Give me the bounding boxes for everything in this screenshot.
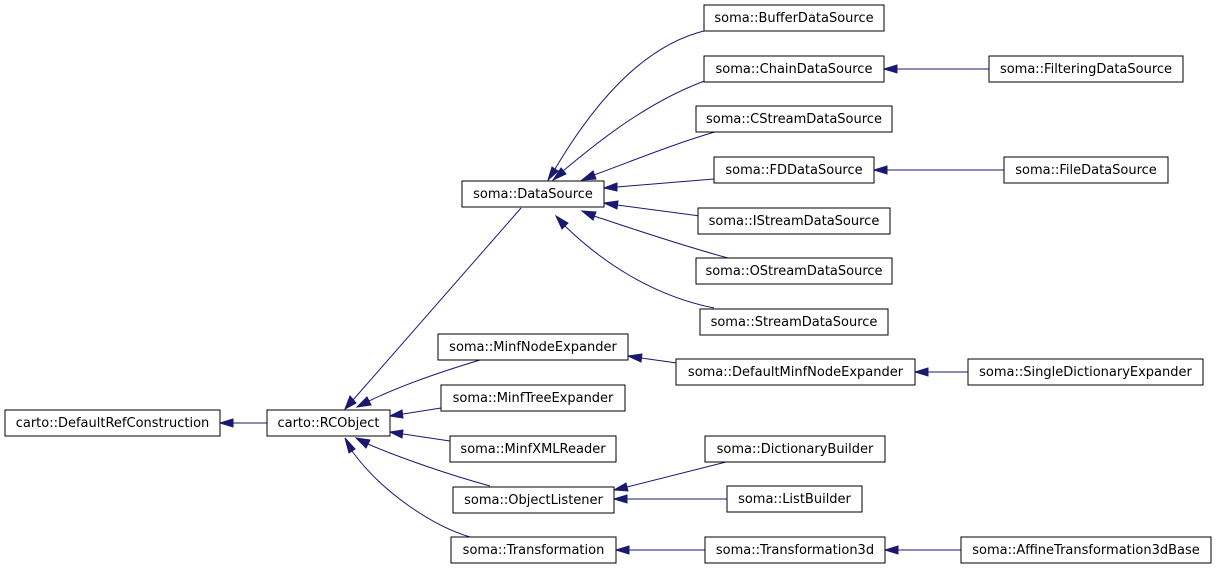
node-label: soma::MinfXMLReader — [460, 442, 606, 457]
node-label: soma::IStreamDataSource — [709, 214, 880, 229]
edge-rcobject-to-defaultrefconstruction — [218, 418, 267, 428]
node-transformation[interactable]: soma::Transformation — [450, 536, 617, 564]
node-rcobject[interactable]: carto::RCObject — [266, 409, 391, 437]
node-label: soma::Transformation3d — [716, 543, 874, 558]
node-fd-data-source[interactable]: soma::FDDataSource — [713, 156, 875, 184]
node-transformation3d[interactable]: soma::Transformation3d — [704, 536, 886, 564]
edge-minfxmlreader-to-rcobject — [388, 429, 451, 442]
node-label: soma::DefaultMinfNodeExpander — [688, 365, 904, 380]
node-minf-tree-expander[interactable]: soma::MinfTreeExpander — [440, 384, 626, 412]
edge-chaindatasource-to-datasource — [551, 78, 711, 182]
edge-cstreamdatasource-to-datasource — [580, 130, 719, 181]
node-label: soma::MinfTreeExpander — [453, 391, 614, 406]
edge-ostreamdatasource-to-datasource — [580, 210, 729, 259]
node-single-dictionary-expander[interactable]: soma::SingleDictionaryExpander — [967, 358, 1204, 386]
edge-filedatasource-to-fddatasource — [872, 165, 1004, 175]
node-minf-xml-reader[interactable]: soma::MinfXMLReader — [449, 435, 617, 463]
node-datasource[interactable]: soma::DataSource — [461, 180, 605, 208]
edge-dictionarybuilder-to-objectlistener — [612, 460, 731, 492]
edge-singledictionaryexpander-to-defaultminfnodeexpander — [913, 367, 968, 377]
node-chain-data-source[interactable]: soma::ChainDataSource — [703, 55, 885, 83]
edge-datasource-to-rcobject — [344, 207, 522, 411]
node-label: carto::DefaultRefConstruction — [16, 416, 210, 431]
edge-istreamdatasource-to-datasource — [602, 200, 701, 217]
node-cstream-data-source[interactable]: soma::CStreamDataSource — [695, 105, 893, 133]
node-label: soma::DataSource — [473, 187, 593, 202]
edge-minfnodeexpander-to-rcobject — [355, 359, 481, 408]
node-list-builder[interactable]: soma::ListBuilder — [726, 485, 863, 513]
node-label: soma::OStreamDataSource — [705, 264, 882, 279]
node-label: soma::StreamDataSource — [711, 315, 878, 330]
node-istream-data-source[interactable]: soma::IStreamDataSource — [697, 207, 891, 235]
node-buffer-data-source[interactable]: soma::BufferDataSource — [703, 4, 885, 32]
edge-defaultminfnodeexpander-to-minfnodeexpander — [626, 353, 678, 364]
node-file-data-source[interactable]: soma::FileDataSource — [1003, 156, 1169, 184]
edge-streamdatasource-to-datasource — [554, 214, 715, 309]
node-label: soma::ListBuilder — [738, 492, 851, 507]
edge-affinetransformation3dbase-to-transformation3d — [883, 545, 961, 555]
node-label: soma::SingleDictionaryExpander — [979, 365, 1192, 380]
edge-objectlistener-to-rcobject — [354, 437, 491, 487]
edge-fddatasource-to-datasource — [602, 178, 715, 192]
node-label: soma::AffineTransformation3dBase — [972, 543, 1200, 558]
node-label: soma::FileDataSource — [1015, 163, 1157, 178]
node-filtering-data-source[interactable]: soma::FilteringDataSource — [988, 55, 1184, 83]
node-stream-data-source[interactable]: soma::StreamDataSource — [699, 308, 889, 336]
node-label: soma::DictionaryBuilder — [717, 442, 874, 457]
node-label: soma::MinfNodeExpander — [449, 340, 617, 355]
node-minf-node-expander[interactable]: soma::MinfNodeExpander — [437, 333, 629, 361]
node-label: soma::CStreamDataSource — [706, 112, 882, 127]
node-object-listener[interactable]: soma::ObjectListener — [452, 486, 615, 514]
node-affine-transformation3d-base[interactable]: soma::AffineTransformation3dBase — [960, 536, 1212, 564]
node-ostream-data-source[interactable]: soma::OStreamDataSource — [695, 257, 893, 285]
node-default-minf-node-expander[interactable]: soma::DefaultMinfNodeExpander — [675, 358, 916, 386]
node-label: soma::ObjectListener — [464, 493, 603, 508]
edge-filteringdatasource-to-chaindatasource — [882, 64, 989, 74]
node-default-ref-construction[interactable]: carto::DefaultRefConstruction — [4, 409, 221, 437]
edge-listbuilder-to-objectlistener — [612, 494, 727, 504]
node-label: soma::FilteringDataSource — [1000, 62, 1172, 77]
node-dictionary-builder[interactable]: soma::DictionaryBuilder — [704, 435, 886, 463]
node-label: carto::RCObject — [277, 416, 379, 431]
edge-transformation3d-to-transformation — [614, 545, 705, 555]
edge-transformation-to-rcobject — [344, 437, 471, 538]
node-label: soma::BufferDataSource — [714, 11, 873, 26]
node-label: soma::ChainDataSource — [716, 62, 873, 77]
edge-minftreeexpander-to-rcobject — [388, 407, 442, 419]
node-label: soma::Transformation — [463, 543, 605, 558]
edge-bufferdatasource-to-datasource — [546, 29, 709, 182]
node-label: soma::FDDataSource — [725, 163, 862, 178]
